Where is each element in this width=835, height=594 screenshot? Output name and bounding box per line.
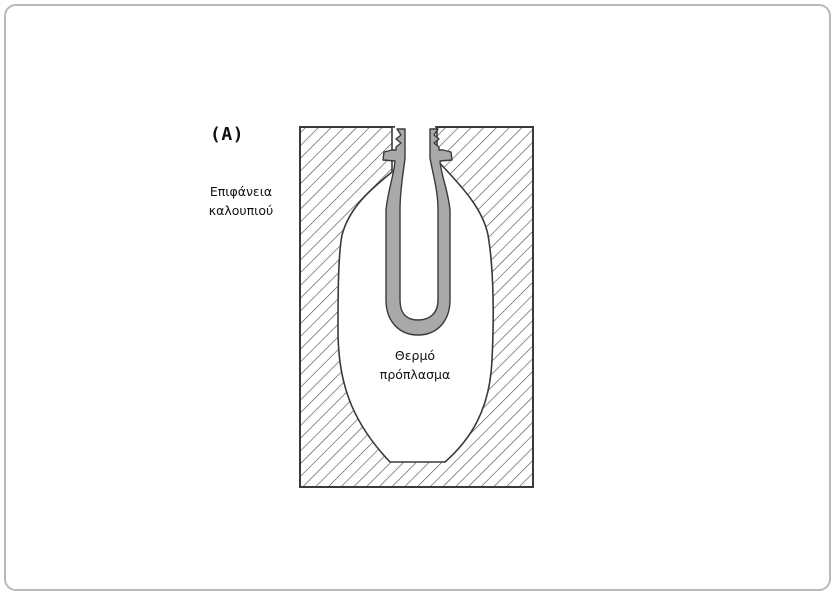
preform-label-line1: Θερμό [394, 348, 436, 363]
mold-surface-label: Επιφάνεια καλουπιού [186, 182, 296, 220]
mold-surface-label-line1: Επιφάνεια [209, 184, 273, 199]
preform-label: Θερμό πρόπλασμα [360, 346, 470, 384]
preform [382, 128, 453, 336]
mold-cavity [337, 126, 494, 463]
mold-surface-label-line2: καλουπιού [208, 203, 274, 218]
preform-label-line2: πρόπλασμα [379, 367, 451, 382]
panel-label: (A) [210, 124, 245, 145]
neck-opening [395, 124, 435, 130]
